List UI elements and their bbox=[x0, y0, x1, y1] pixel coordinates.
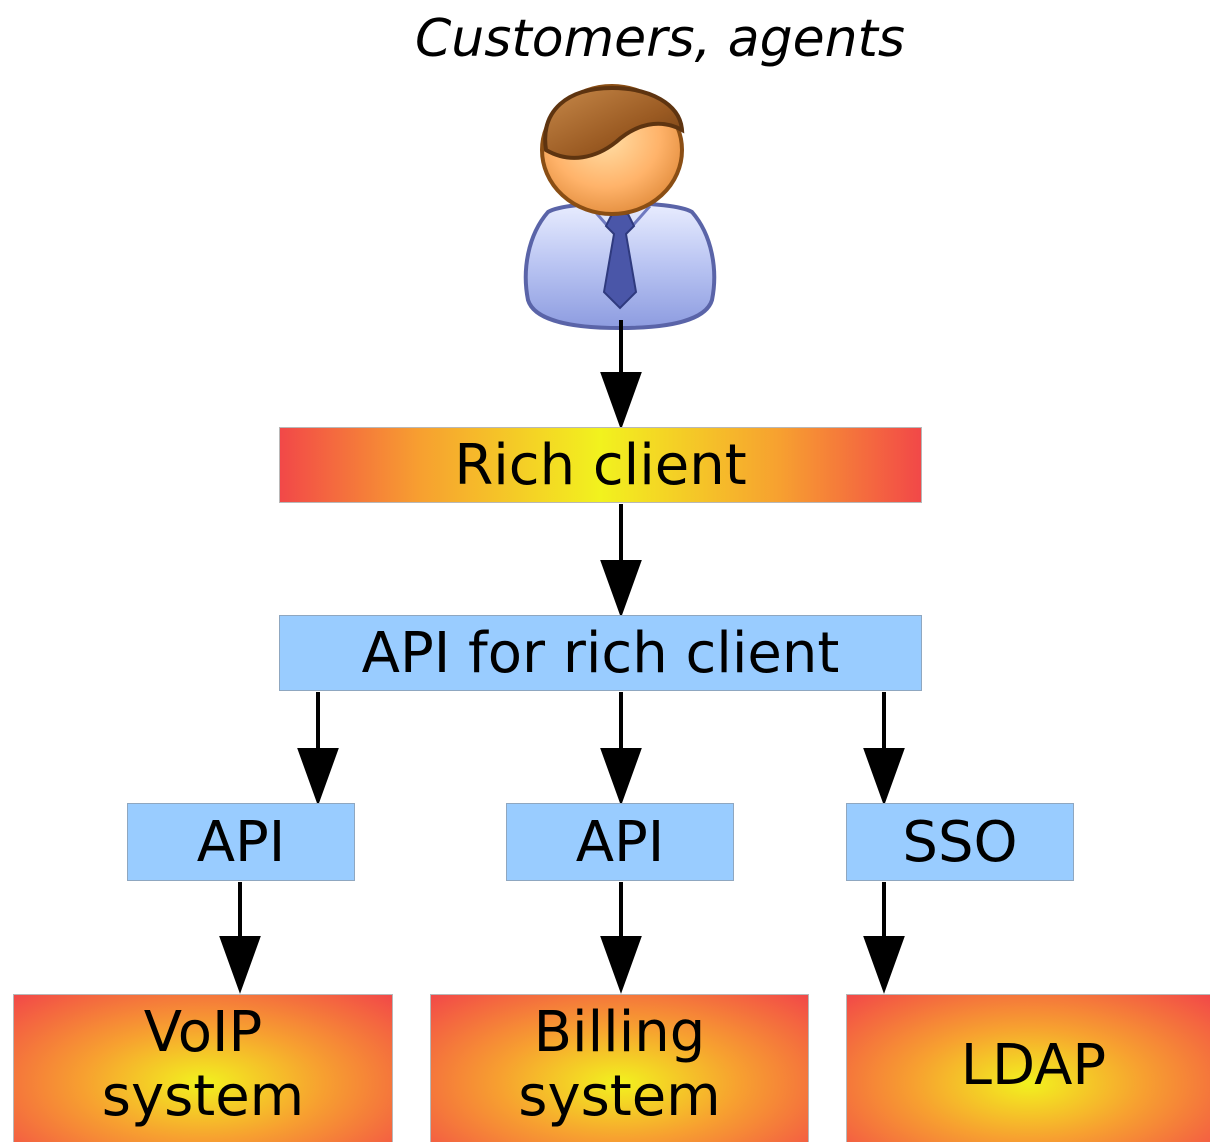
arrowhead bbox=[600, 560, 642, 618]
voip-system-box: VoIP system bbox=[13, 994, 393, 1142]
billing-api-box: API bbox=[506, 803, 734, 881]
ldap-box: LDAP bbox=[846, 994, 1210, 1142]
voip-api-box: API bbox=[127, 803, 355, 881]
voip-system-label-line1: VoIP bbox=[143, 1000, 263, 1065]
diagram-caption: Customers, agents bbox=[414, 9, 906, 69]
api-for-rich-client-box: API for rich client bbox=[279, 615, 922, 691]
ldap-label: LDAP bbox=[960, 1033, 1107, 1098]
api-for-rich-client-label: API for rich client bbox=[361, 620, 840, 686]
arrowhead bbox=[219, 936, 261, 994]
sso-label: SSO bbox=[902, 809, 1018, 875]
user-icon bbox=[523, 84, 717, 331]
billing-system-box: Billing system bbox=[430, 994, 809, 1142]
rich-client-label: Rich client bbox=[454, 432, 747, 498]
arrowhead bbox=[863, 748, 905, 806]
arrowhead bbox=[600, 372, 642, 430]
arrowhead bbox=[600, 936, 642, 994]
arrowhead bbox=[600, 748, 642, 806]
arrowhead bbox=[297, 748, 339, 806]
voip-api-label: API bbox=[196, 809, 286, 875]
billing-system-label-line1: Billing bbox=[533, 1000, 706, 1065]
rich-client-box: Rich client bbox=[279, 427, 922, 503]
sso-box: SSO bbox=[846, 803, 1074, 881]
billing-system-label-line2: system bbox=[518, 1064, 721, 1129]
voip-system-label-line2: system bbox=[101, 1064, 305, 1129]
arrowhead bbox=[863, 936, 905, 994]
billing-api-label: API bbox=[575, 809, 665, 875]
